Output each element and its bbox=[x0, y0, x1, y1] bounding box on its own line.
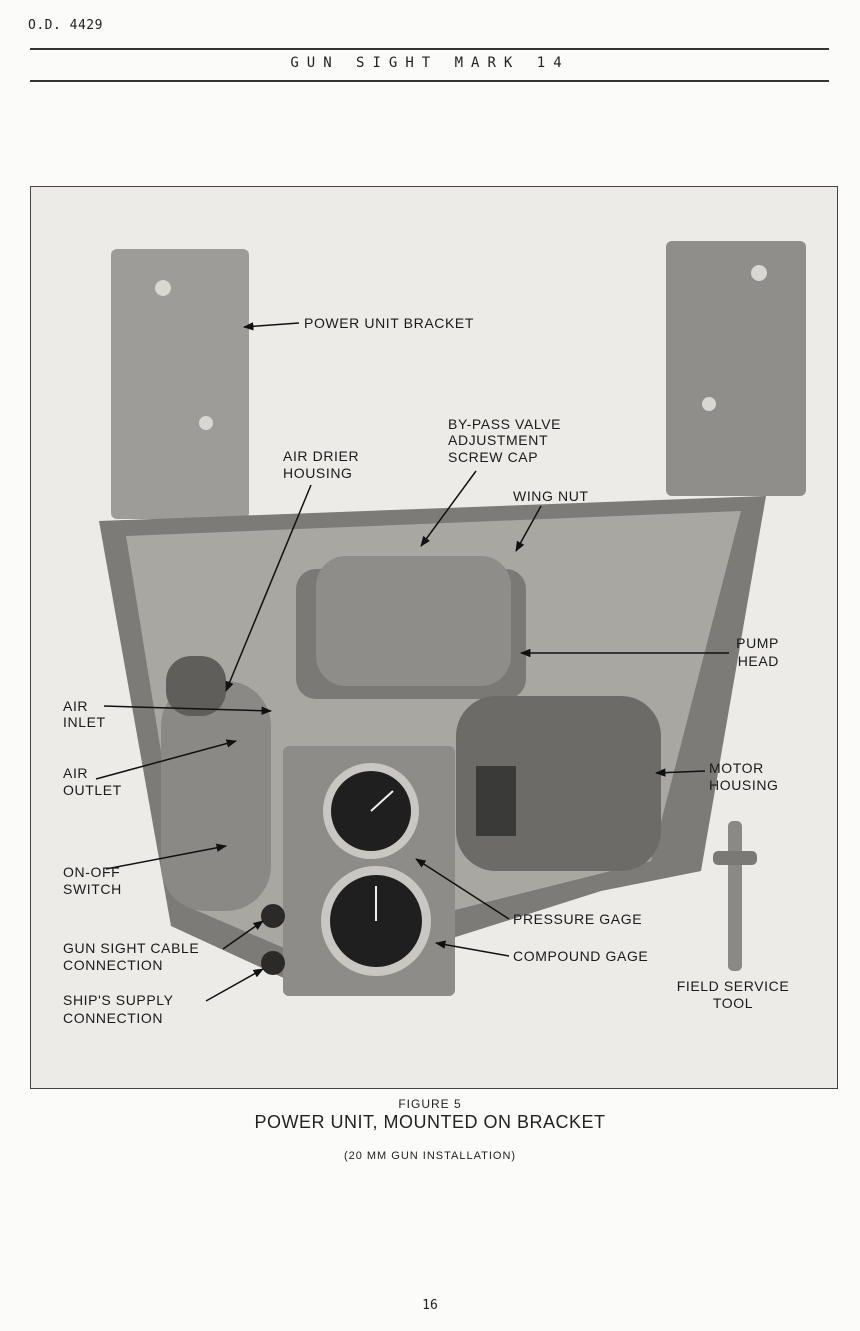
figure-number: FIGURE 5 bbox=[398, 1097, 462, 1111]
motor-housing bbox=[456, 696, 661, 871]
leader-lines bbox=[95, 322, 729, 1002]
callout-power-unit-bracket: POWER UNIT BRACKET bbox=[304, 315, 474, 331]
header-rule-bottom bbox=[30, 80, 829, 82]
pump-head bbox=[296, 556, 526, 699]
air-drier-housing bbox=[161, 656, 271, 911]
page-number: 16 bbox=[422, 1298, 438, 1313]
figure-title: POWER UNIT, MOUNTED ON BRACKET bbox=[254, 1112, 606, 1132]
header-rule-top bbox=[30, 48, 829, 50]
field-service-tool bbox=[713, 821, 757, 971]
figure-subtitle: (20 MM GUN INSTALLATION) bbox=[343, 1150, 517, 1162]
running-title: GUN SIGHT MARK 14 bbox=[290, 55, 570, 71]
gage-panel bbox=[261, 746, 455, 996]
callout-compound-gage: COMPOUND GAGE bbox=[513, 948, 648, 964]
callout-pressure-gage: PRESSURE GAGE bbox=[513, 911, 642, 927]
document-number: O.D. 4429 bbox=[28, 18, 103, 33]
callout-wing-nut: WING NUT bbox=[513, 488, 589, 504]
